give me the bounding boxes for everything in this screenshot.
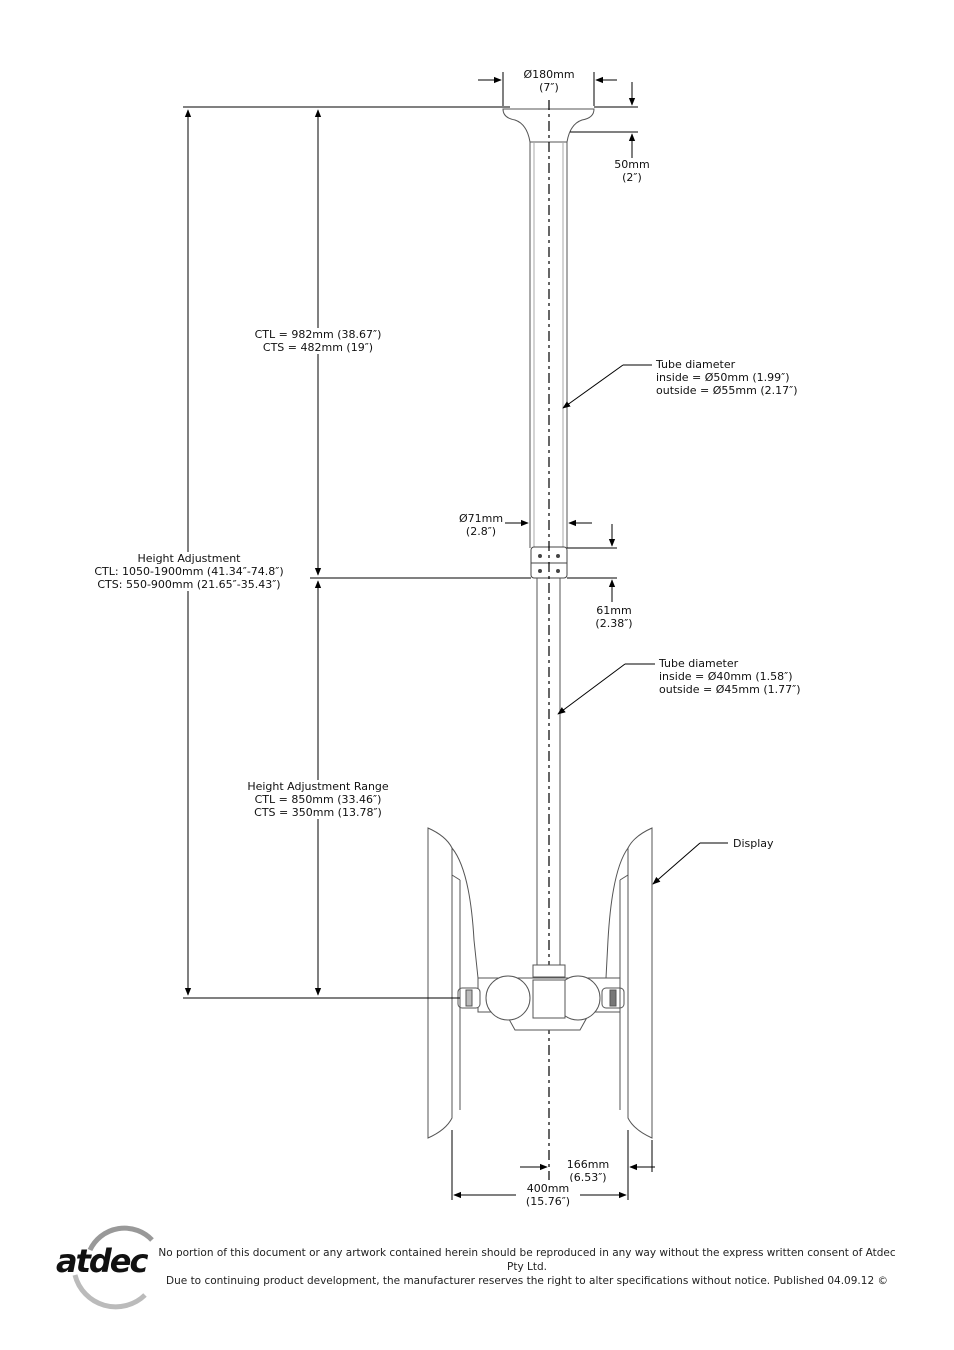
flange-height-label: 50mm (2″) bbox=[606, 158, 658, 184]
upper-length-label: CTL = 982mm (38.67″) CTS = 482mm (19″) bbox=[236, 328, 400, 354]
height-adjustment-ctl: CTL: 1050-1900mm (41.34″-74.8″) bbox=[94, 565, 284, 578]
lower-tube-outside: outside = Ø45mm (1.77″) bbox=[659, 683, 801, 696]
footer-line-1: No portion of this document or any artwo… bbox=[158, 1247, 896, 1273]
top-diameter-label: Ø180mm (7″) bbox=[518, 68, 580, 94]
adjustment-range-title: Height Adjustment Range bbox=[247, 780, 389, 793]
footer-disclaimer: No portion of this document or any artwo… bbox=[155, 1246, 899, 1288]
lower-tube-title: Tube diameter bbox=[659, 657, 739, 670]
atdec-logo: atdec bbox=[56, 1236, 160, 1286]
upper-tube-label: Tube diameter inside = Ø50mm (1.99″) out… bbox=[656, 358, 798, 397]
adjustment-range-label: Height Adjustment Range CTL = 850mm (33.… bbox=[240, 780, 396, 819]
footer-line-2: Due to continuing product development, t… bbox=[166, 1275, 888, 1287]
logo-wordmark: atdec bbox=[56, 1242, 148, 1280]
collar-diameter-in: (2.8″) bbox=[465, 525, 497, 538]
half-width-in: (6.53″) bbox=[569, 1171, 607, 1184]
adjustment-range-ctl: CTL = 850mm (33.46″) bbox=[254, 793, 382, 806]
flange-height-in: (2″) bbox=[622, 171, 642, 184]
collar-height-mm: 61mm bbox=[596, 604, 632, 617]
flange-height-mm: 50mm bbox=[614, 158, 650, 171]
upper-tube-title: Tube diameter bbox=[656, 358, 736, 371]
lower-tube-label: Tube diameter inside = Ø40mm (1.58″) out… bbox=[659, 657, 801, 696]
top-diameter-mm: Ø180mm bbox=[523, 68, 575, 81]
lower-tube bbox=[536, 578, 561, 965]
height-adjustment-cts: CTS: 550-900mm (21.65″-35.43″) bbox=[97, 578, 281, 591]
full-width-label: 400mm (15.76″) bbox=[516, 1182, 580, 1208]
upper-length-ctl: CTL = 982mm (38.67″) bbox=[254, 328, 382, 341]
collar-diameter-label: Ø71mm (2.8″) bbox=[452, 512, 510, 538]
dimension-lines bbox=[183, 72, 728, 1200]
collar-height-label: 61mm (2.38″) bbox=[588, 604, 640, 630]
top-diameter-in: (7″) bbox=[539, 81, 559, 94]
height-adjustment-label: Height Adjustment CTL: 1050-1900mm (41.3… bbox=[84, 552, 294, 591]
full-width-in: (15.76″) bbox=[525, 1195, 571, 1208]
half-width-mm: 166mm bbox=[566, 1158, 610, 1171]
full-width-mm: 400mm bbox=[526, 1182, 570, 1195]
atdec-logo-swoosh bbox=[72, 1225, 154, 1310]
half-width-label: 166mm (6.53″) bbox=[562, 1158, 614, 1184]
lower-tube-inside: inside = Ø40mm (1.58″) bbox=[659, 670, 793, 683]
collar-height-in: (2.38″) bbox=[595, 617, 633, 630]
upper-tube-outside: outside = Ø55mm (2.17″) bbox=[656, 384, 798, 397]
height-adjustment-title: Height Adjustment bbox=[137, 552, 241, 565]
mount-head bbox=[457, 964, 625, 1031]
display-label: Display bbox=[733, 837, 774, 850]
display-right bbox=[605, 827, 653, 1139]
display-text: Display bbox=[733, 837, 774, 850]
adjustment-range-cts: CTS = 350mm (13.78″) bbox=[254, 806, 382, 819]
upper-length-cts: CTS = 482mm (19″) bbox=[262, 341, 374, 354]
upper-tube-inside: inside = Ø50mm (1.99″) bbox=[656, 371, 790, 384]
upper-tube bbox=[529, 142, 568, 548]
display-left bbox=[427, 827, 479, 1139]
collar-diameter-mm: Ø71mm bbox=[458, 512, 504, 525]
